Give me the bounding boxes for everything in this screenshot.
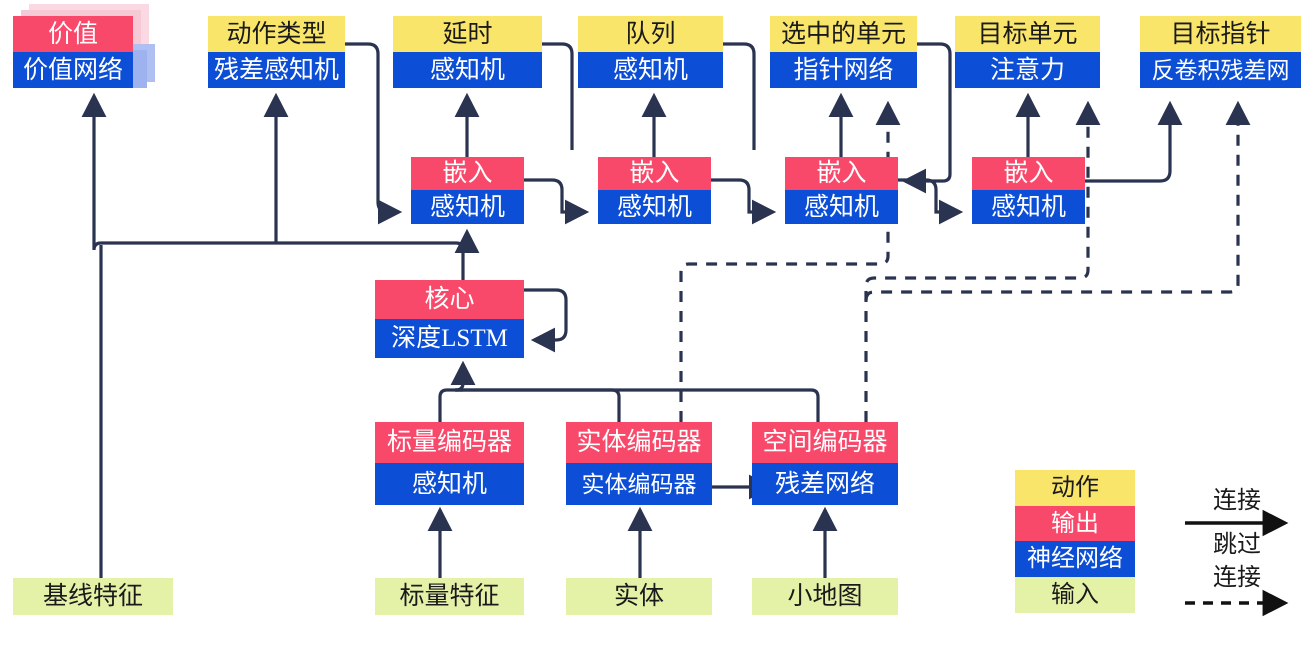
input-node-scalar-features[interactable]: 标量特征 xyxy=(375,578,524,615)
legend-swatch-stack: 动作 输出 神经网络 输入 xyxy=(1015,470,1135,613)
core-node[interactable]: 核心 深度LSTM xyxy=(375,280,524,358)
encoder-node-entity-output: 实体编码器 xyxy=(566,422,712,463)
output-node-target-point-action: 目标指针 xyxy=(1140,16,1301,52)
embedding-node-1-network: 感知机 xyxy=(411,190,524,224)
embedding-node-1-output: 嵌入 xyxy=(411,157,524,190)
output-node-queued-network: 感知机 xyxy=(578,52,723,88)
output-node-value[interactable]: 价值 价值网络 xyxy=(13,16,133,88)
output-node-delay[interactable]: 延时 感知机 xyxy=(393,16,542,88)
legend-skip-label-line1: 跳过 xyxy=(1213,532,1261,558)
legend-swatch-network: 神经网络 xyxy=(1015,541,1135,577)
legend-swatch-output: 输出 xyxy=(1015,506,1135,541)
encoder-node-spatial-output: 空间编码器 xyxy=(752,422,898,463)
output-node-selected-units[interactable]: 选中的单元 指针网络 xyxy=(770,16,917,88)
legend-connection-label: 连接 xyxy=(1213,488,1261,514)
embedding-node-4-output: 嵌入 xyxy=(972,157,1085,190)
output-node-delay-action: 延时 xyxy=(393,16,542,52)
encoder-node-scalar-network: 感知机 xyxy=(375,463,524,505)
output-node-action-type-network: 残差感知机 xyxy=(208,52,345,88)
output-node-selected-units-action: 选中的单元 xyxy=(770,16,917,52)
encoder-node-entity-network: 实体编码器 xyxy=(566,463,712,505)
embedding-node-2[interactable]: 嵌入 感知机 xyxy=(598,157,711,224)
embedding-node-3-output: 嵌入 xyxy=(785,157,898,190)
output-node-queued-action: 队列 xyxy=(578,16,723,52)
embedding-node-2-network: 感知机 xyxy=(598,190,711,224)
core-node-network: 深度LSTM xyxy=(375,319,524,358)
input-node-minimap[interactable]: 小地图 xyxy=(752,578,898,615)
encoder-node-spatial-network: 残差网络 xyxy=(752,463,898,505)
encoder-node-spatial[interactable]: 空间编码器 残差网络 xyxy=(752,422,898,505)
output-node-target-point[interactable]: 目标指针 反卷积残差网 xyxy=(1140,16,1301,88)
embedding-node-1[interactable]: 嵌入 感知机 xyxy=(411,157,524,224)
encoder-node-scalar-output: 标量编码器 xyxy=(375,422,524,463)
output-node-selected-units-network: 指针网络 xyxy=(770,52,917,88)
encoder-node-entity[interactable]: 实体编码器 实体编码器 xyxy=(566,422,712,505)
output-node-delay-network: 感知机 xyxy=(393,52,542,88)
core-node-output: 核心 xyxy=(375,280,524,319)
input-node-baseline-features[interactable]: 基线特征 xyxy=(13,578,173,615)
output-node-action-type[interactable]: 动作类型 残差感知机 xyxy=(208,16,345,88)
output-node-value-action: 价值 xyxy=(13,16,133,52)
output-node-action-type-action: 动作类型 xyxy=(208,16,345,52)
output-node-target-point-network: 反卷积残差网 xyxy=(1140,52,1301,88)
output-node-queued[interactable]: 队列 感知机 xyxy=(578,16,723,88)
legend-swatch-action: 动作 xyxy=(1015,470,1135,506)
embedding-node-4-network: 感知机 xyxy=(972,190,1085,224)
encoder-node-scalar[interactable]: 标量编码器 感知机 xyxy=(375,422,524,505)
legend-skip-label-line2: 连接 xyxy=(1213,565,1261,591)
embedding-node-2-output: 嵌入 xyxy=(598,157,711,190)
input-node-entities[interactable]: 实体 xyxy=(566,578,712,615)
output-node-value-network: 价值网络 xyxy=(13,52,133,88)
legend-swatch-input: 输入 xyxy=(1015,577,1135,613)
embedding-node-3[interactable]: 嵌入 感知机 xyxy=(785,157,898,224)
embedding-node-3-network: 感知机 xyxy=(785,190,898,224)
embedding-node-4[interactable]: 嵌入 感知机 xyxy=(972,157,1085,224)
output-node-target-unit[interactable]: 目标单元 注意力 xyxy=(955,16,1100,88)
output-node-target-unit-action: 目标单元 xyxy=(955,16,1100,52)
output-node-target-unit-network: 注意力 xyxy=(955,52,1100,88)
